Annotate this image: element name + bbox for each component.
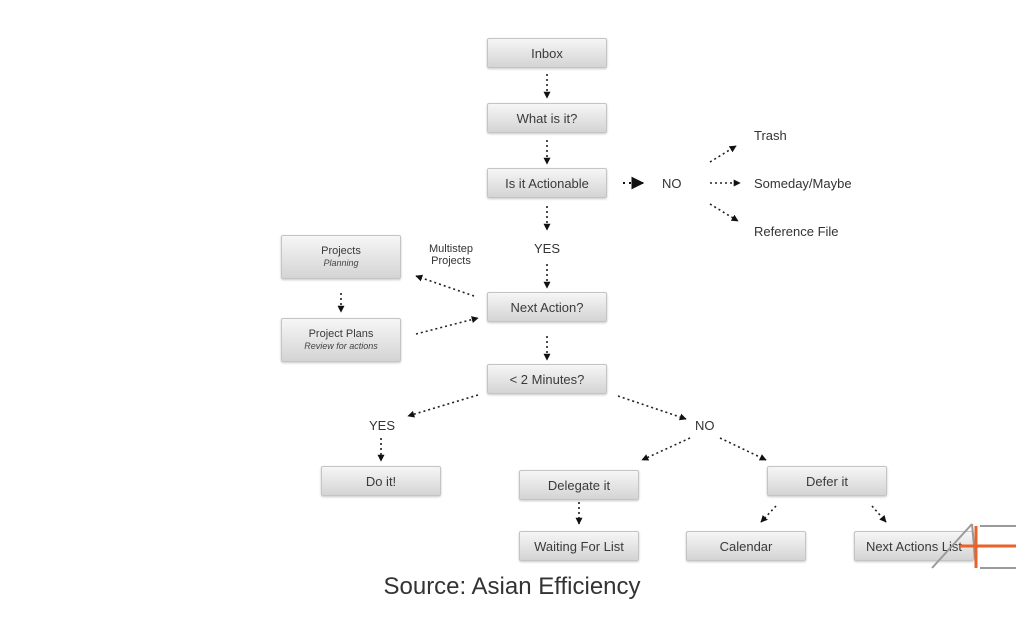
defer-label: Defer it — [806, 473, 848, 489]
what-is-it-box: What is it? — [487, 103, 607, 133]
next-action-box: Next Action? — [487, 292, 607, 322]
waiting-for-list-label: Waiting For List — [534, 538, 624, 554]
inbox-box: Inbox — [487, 38, 607, 68]
arrow-no-to-reference — [709, 203, 739, 222]
waiting-for-list-box: Waiting For List — [519, 531, 639, 561]
arrow-two-min-to-yes — [407, 394, 479, 418]
delegate-box: Delegate it — [519, 470, 639, 500]
arrow-no-to-delegate — [641, 437, 691, 461]
inbox-label: Inbox — [531, 45, 563, 61]
multistep-projects-label: Multistep Projects — [428, 243, 474, 267]
next-actions-list-label: Next Actions List — [865, 538, 963, 554]
arrow-no-to-defer — [719, 437, 767, 461]
next-action-label: Next Action? — [510, 299, 584, 315]
next-actions-list-box: Next Actions List — [854, 531, 974, 561]
what-is-it-label: What is it? — [516, 110, 578, 126]
arrow-two-min-to-no — [617, 395, 687, 421]
projects-subtitle: Planning — [323, 258, 359, 268]
two-min-yes-label: YES — [369, 418, 396, 433]
arrow-no-to-trash — [709, 145, 737, 163]
calendar-label: Calendar — [719, 538, 773, 554]
someday-maybe-label: Someday/Maybe — [754, 176, 852, 191]
asian-efficiency-logo — [931, 523, 1016, 569]
arrow-defer-to-calendar — [760, 505, 777, 523]
delegate-label: Delegate it — [547, 477, 611, 493]
two-minutes-label: < 2 Minutes? — [509, 371, 585, 387]
arrow-plans-to-next-action — [415, 316, 479, 335]
defer-box: Defer it — [767, 466, 887, 496]
source-caption: Source: Asian Efficiency — [383, 573, 641, 600]
two-minutes-box: < 2 Minutes? — [487, 364, 607, 394]
projects-title: Projects — [321, 245, 361, 257]
actionable-yes-label: YES — [534, 241, 561, 256]
project-plans-title: Project Plans — [308, 328, 374, 340]
calendar-box: Calendar — [686, 531, 806, 561]
do-it-box: Do it! — [321, 466, 441, 496]
two-min-no-label: NO — [695, 418, 715, 433]
actionable-label: Is it Actionable — [505, 175, 589, 191]
arrow-next-action-to-projects — [415, 274, 475, 297]
trash-label: Trash — [754, 128, 787, 143]
project-plans-subtitle: Review for actions — [304, 341, 378, 351]
do-it-label: Do it! — [365, 473, 397, 489]
actionable-no-label: NO — [662, 176, 682, 191]
arrow-defer-to-next-actions — [871, 505, 887, 523]
projects-box: Projects Planning — [281, 235, 401, 279]
actionable-box: Is it Actionable — [487, 168, 607, 198]
project-plans-box: Project Plans Review for actions — [281, 318, 401, 362]
reference-file-label: Reference File — [754, 224, 839, 239]
